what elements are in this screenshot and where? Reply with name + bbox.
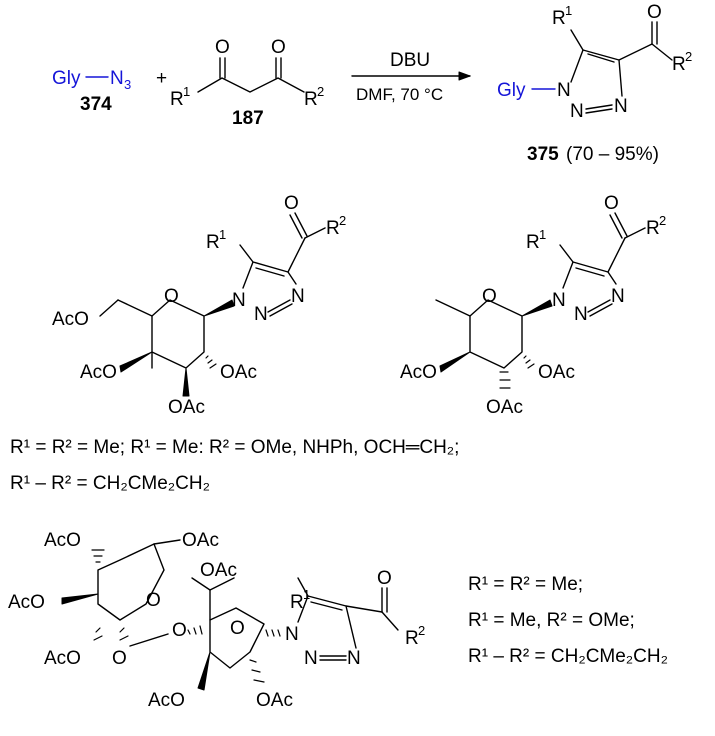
svg-text:R: R	[672, 54, 686, 75]
svg-text:1: 1	[303, 587, 310, 602]
svg-text:R: R	[326, 218, 340, 239]
svg-text:AcO: AcO	[148, 690, 185, 711]
compound-id-375: 375	[527, 144, 559, 165]
reagent-374: Gly N 3 374	[52, 68, 131, 115]
reaction-arrow: DBU DMF, 70 °C	[351, 50, 471, 104]
svg-text:1: 1	[219, 227, 226, 242]
svg-text:N: N	[611, 286, 625, 307]
svg-text:AcO: AcO	[8, 592, 45, 613]
svg-text:1: 1	[539, 227, 546, 242]
svg-text:R: R	[526, 232, 540, 253]
deoxy-sugar-triazole: O AcO OAc OAc N N N R 1 O R 2	[400, 193, 666, 418]
svg-text:R: R	[552, 8, 566, 29]
svg-text:OAc: OAc	[486, 397, 523, 418]
substituents2-line-2: R¹ = Me, R² = OMe;	[468, 610, 635, 631]
svg-text:1: 1	[565, 3, 572, 18]
svg-text:AcO: AcO	[44, 648, 81, 669]
svg-text:O: O	[647, 2, 662, 23]
yield: (70 – 95%)	[566, 144, 659, 165]
svg-text:O: O	[377, 568, 392, 589]
svg-text:R: R	[290, 592, 304, 613]
svg-text:O: O	[146, 590, 161, 611]
svg-text:OAc: OAc	[200, 560, 237, 581]
glucose-triazole: O AcO AcO OAc OAc N N N R 1 O R 2	[52, 193, 346, 418]
svg-text:O: O	[164, 286, 179, 307]
svg-text:1: 1	[183, 84, 190, 99]
svg-text:N: N	[254, 304, 268, 325]
svg-text:N: N	[552, 290, 566, 311]
svg-text:OAc: OAc	[220, 362, 257, 383]
product-375: Gly N N N R 1 O R 2 375 (70 – 95%)	[497, 2, 692, 165]
compound-id-374: 374	[80, 94, 112, 115]
svg-text:AcO: AcO	[400, 362, 437, 383]
svg-text:O: O	[172, 620, 187, 641]
svg-text:N: N	[304, 648, 318, 669]
diketone-chain	[197, 77, 305, 93]
azide-sub: 3	[124, 77, 131, 92]
r-label: R	[304, 89, 318, 110]
svg-text:O: O	[604, 193, 619, 214]
r-label: R	[170, 89, 184, 110]
svg-text:N: N	[232, 290, 246, 311]
svg-text:2: 2	[685, 49, 692, 64]
svg-text:2: 2	[317, 84, 324, 99]
condition-bottom: DMF, 70 °C	[356, 85, 443, 104]
gly-label: Gly	[497, 80, 526, 101]
svg-text:N: N	[285, 624, 299, 645]
svg-text:R: R	[206, 232, 220, 253]
substituents-line-2: R¹ – R² = CH₂CMe₂CH₂	[10, 473, 210, 494]
svg-text:N: N	[291, 286, 305, 307]
svg-text:R: R	[405, 628, 419, 649]
svg-text:N: N	[557, 80, 571, 101]
oxygen-label: O	[271, 37, 286, 58]
svg-text:OAc: OAc	[256, 690, 293, 711]
svg-text:AcO: AcO	[80, 362, 117, 383]
svg-text:O: O	[112, 648, 127, 669]
svg-text:AcO: AcO	[44, 530, 81, 551]
azide-n: N	[110, 68, 124, 89]
gly-label: Gly	[52, 68, 81, 89]
svg-text:OAc: OAc	[182, 530, 219, 551]
svg-text:O: O	[284, 193, 299, 214]
condition-top: DBU	[390, 50, 430, 71]
svg-text:N: N	[570, 101, 584, 122]
svg-text:N: N	[347, 648, 361, 669]
svg-text:O: O	[230, 618, 245, 639]
svg-text:O: O	[482, 286, 497, 307]
svg-text:N: N	[574, 304, 588, 325]
compound-id-187: 187	[232, 108, 264, 129]
substituents2-line-3: R¹ – R² = CH₂CMe₂CH₂	[468, 646, 668, 667]
substituents2-line-1: R¹ = R² = Me;	[468, 574, 583, 595]
svg-text:2: 2	[339, 213, 346, 228]
reagent-187: O O R 1 R 2 187	[170, 37, 324, 129]
substituents-line-1: R¹ = R² = Me; R¹ = Me: R² = OMe, NHPh, O…	[10, 437, 459, 458]
plus-sign: +	[156, 68, 167, 89]
svg-text:R: R	[646, 218, 660, 239]
svg-text:AcO: AcO	[52, 309, 89, 330]
disaccharide-triazole: O OAc AcO AcO AcO O O O OAc AcO OAc N N …	[8, 530, 425, 711]
svg-text:2: 2	[418, 623, 425, 638]
svg-text:OAc: OAc	[168, 397, 205, 418]
svg-text:N: N	[614, 96, 628, 117]
svg-text:OAc: OAc	[538, 362, 575, 383]
svg-text:2: 2	[659, 213, 666, 228]
oxygen-label: O	[215, 37, 230, 58]
